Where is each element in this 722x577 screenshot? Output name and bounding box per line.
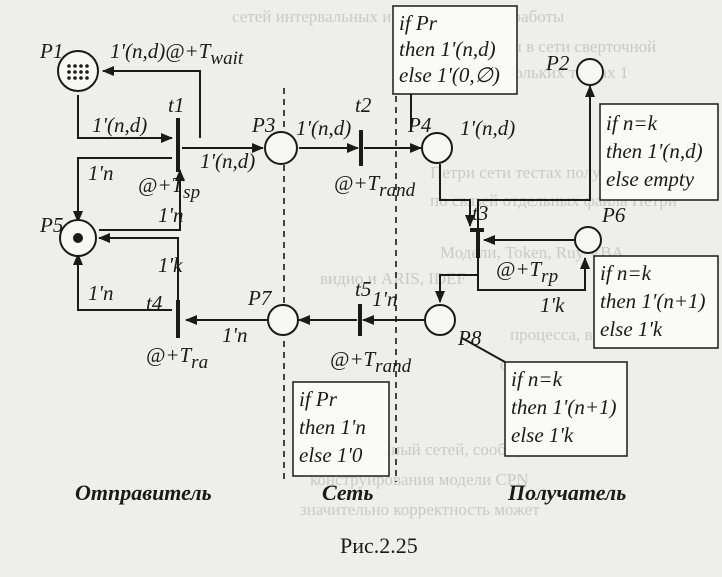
inscription-p3-to-t2: 1'(n,d) (296, 116, 351, 140)
svg-text:Петри сети тестах полученные: Петри сети тестах полученные (430, 163, 654, 182)
inscription-p8-to-t5: 1'n (372, 287, 398, 311)
arc-t3-to-p2 (477, 85, 595, 228)
svg-text:if Pr: if Pr (399, 11, 438, 35)
t2-label: t2 (355, 93, 372, 117)
p6-label: P6 (601, 203, 626, 227)
inscription-p5-to-t1: 1'n (158, 203, 184, 227)
place-p5 (59, 219, 97, 257)
svg-text:else 1'0: else 1'0 (299, 443, 363, 467)
svg-text:else 1'(0,∅): else 1'(0,∅) (399, 63, 500, 87)
guard-box-p6: if n=k then 1'(n+1) else 1'k (593, 255, 719, 349)
svg-text:then 1'(n+1): then 1'(n+1) (511, 395, 617, 419)
guard-box-p8: if n=k then 1'(n+1) else 1'k (504, 361, 628, 457)
place-p6 (574, 226, 602, 254)
delay-t1: @+Tsp (138, 173, 200, 203)
inscription-t1-to-p5: 1'n (88, 161, 114, 185)
svg-text:then 1'(n,d): then 1'(n,d) (399, 37, 496, 61)
t1-label: t1 (168, 93, 184, 117)
svg-text:else 1'k: else 1'k (600, 317, 663, 341)
p5-label: P5 (39, 213, 63, 237)
arc-t1-to-p5 (73, 157, 172, 223)
svg-text:else empty: else empty (606, 167, 695, 191)
inscription-t1-to-p1: 1'(n,d)@+Twait (110, 39, 244, 69)
place-p3 (264, 131, 298, 165)
arc-p4-to-t3 (439, 164, 475, 227)
t4-label: t4 (146, 291, 163, 315)
arc-t3-to-p8 (435, 258, 479, 303)
p3-label: P3 (251, 113, 275, 137)
svg-text:else 1'k: else 1'k (511, 423, 574, 447)
arc-t4-to-p5-lower (73, 253, 172, 311)
p1-label: P1 (39, 39, 63, 63)
delay-t2: @+Trand (334, 171, 416, 201)
svg-text:видио и ARIS, IDEF: видио и ARIS, IDEF (320, 269, 466, 288)
guard-p8-pointer (461, 337, 506, 363)
section-sender: Отправитель (75, 480, 212, 505)
inscription-t1-to-p3: 1'(n,d) (200, 149, 255, 173)
svg-text:if n=k: if n=k (600, 261, 652, 285)
svg-text:then 1'(n,d): then 1'(n,d) (606, 139, 703, 163)
inscription-t4-to-p5-upper: 1'k (158, 253, 183, 277)
t5-label: t5 (355, 277, 371, 301)
inscription-p1-to-t1: 1'(n,d) (92, 113, 147, 137)
svg-text:then 1'(n+1): then 1'(n+1) (600, 289, 706, 313)
svg-text:if Pr: if Pr (299, 387, 338, 411)
guard-box-t5: if Pr then 1'n else 1'0 (292, 381, 390, 477)
t3-label: t3 (472, 201, 488, 225)
delay-t4: @+Tra (146, 343, 208, 373)
arc-p1-to-t1 (77, 95, 173, 143)
svg-text:if n=k: if n=k (606, 111, 658, 135)
inscription-t3-to-p8: 1'k (540, 293, 565, 317)
guard-box-p2: if n=k then 1'(n,d) else empty (599, 103, 719, 201)
delay-t5: @+Trand (330, 347, 412, 377)
svg-text:if n=k: if n=k (511, 367, 563, 391)
delay-t3: @+Trp (496, 257, 558, 287)
section-network: Сеть (322, 480, 373, 505)
inscription-t4-to-p5-lower: 1'n (88, 281, 114, 305)
inscription-p7-to-t4: 1'n (222, 323, 248, 347)
section-receiver: Получатель (507, 480, 626, 505)
place-p4 (421, 132, 453, 164)
arc-p5-to-t1 (99, 169, 185, 231)
guard-box-t2: if Pr then 1'(n,d) else 1'(0,∅) (392, 5, 518, 95)
p2-label: P2 (545, 51, 570, 75)
figure-caption: Рис.2.25 (340, 533, 418, 558)
inscription-p4-to-t3: 1'(n,d) (460, 116, 515, 140)
place-p8 (424, 304, 456, 336)
svg-text:then 1'n: then 1'n (299, 415, 366, 439)
arc-t4-to-p5-upper (98, 233, 179, 305)
svg-text:значительно корректность может: значительно корректность может (300, 500, 540, 519)
place-p2 (576, 58, 604, 86)
arc-t1-to-p1 (102, 66, 201, 138)
p7-label: P7 (247, 286, 273, 310)
place-p1 (57, 50, 99, 92)
place-p7 (267, 304, 299, 336)
